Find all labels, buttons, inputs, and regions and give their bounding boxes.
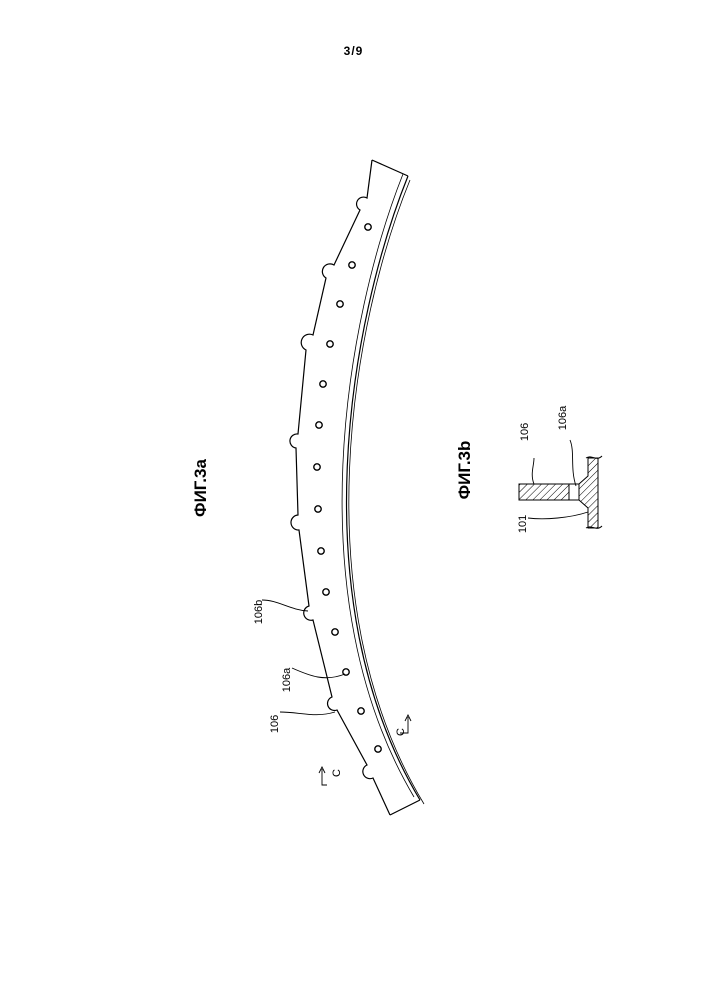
leader-106 (280, 712, 335, 715)
label-106: 106 (269, 715, 281, 733)
figure-3b-title: ФИГ.3b (455, 441, 474, 500)
ring-segment (290, 160, 424, 815)
mounting-hole (314, 464, 320, 470)
mounting-hole (318, 548, 324, 554)
mounting-hole (315, 506, 321, 512)
ring-end-top (372, 160, 408, 176)
leader-106b (262, 600, 308, 611)
mounting-hole (375, 746, 381, 752)
section-flange (579, 458, 598, 528)
ring-inner-edge (347, 176, 420, 800)
figure-3a-title: ФИГ.3a (191, 459, 210, 517)
mounting-holes (314, 224, 381, 752)
leader-106a (292, 668, 345, 678)
label-3b-101: 101 (517, 515, 529, 533)
mounting-hole (332, 629, 338, 635)
section-part-106 (519, 484, 569, 500)
mounting-hole (358, 708, 364, 714)
mounting-hole (320, 381, 326, 387)
leader-3b-106 (532, 458, 534, 484)
leader-lines-3b (528, 440, 588, 519)
label-3b-106: 106 (519, 423, 531, 441)
mounting-hole (323, 589, 329, 595)
leader-3b-101 (528, 512, 588, 519)
mounting-hole (327, 341, 333, 347)
mounting-hole (316, 422, 322, 428)
mounting-hole (365, 224, 371, 230)
mounting-hole (337, 301, 343, 307)
section-label-c-bottom: C (331, 769, 343, 777)
section-marker-c-bottom (319, 767, 327, 785)
label-106a: 106a (281, 667, 293, 692)
leader-lines-3a (262, 600, 345, 715)
leader-3b-106a (570, 440, 576, 486)
mounting-hole (349, 262, 355, 268)
label-3b-106a: 106a (557, 405, 569, 430)
section-label-c-top: C (395, 728, 407, 736)
section-hole-106a (569, 484, 579, 500)
ring-flange-line-outer (349, 180, 424, 804)
ring-end-bottom (390, 800, 420, 815)
label-106b: 106b (253, 600, 265, 624)
